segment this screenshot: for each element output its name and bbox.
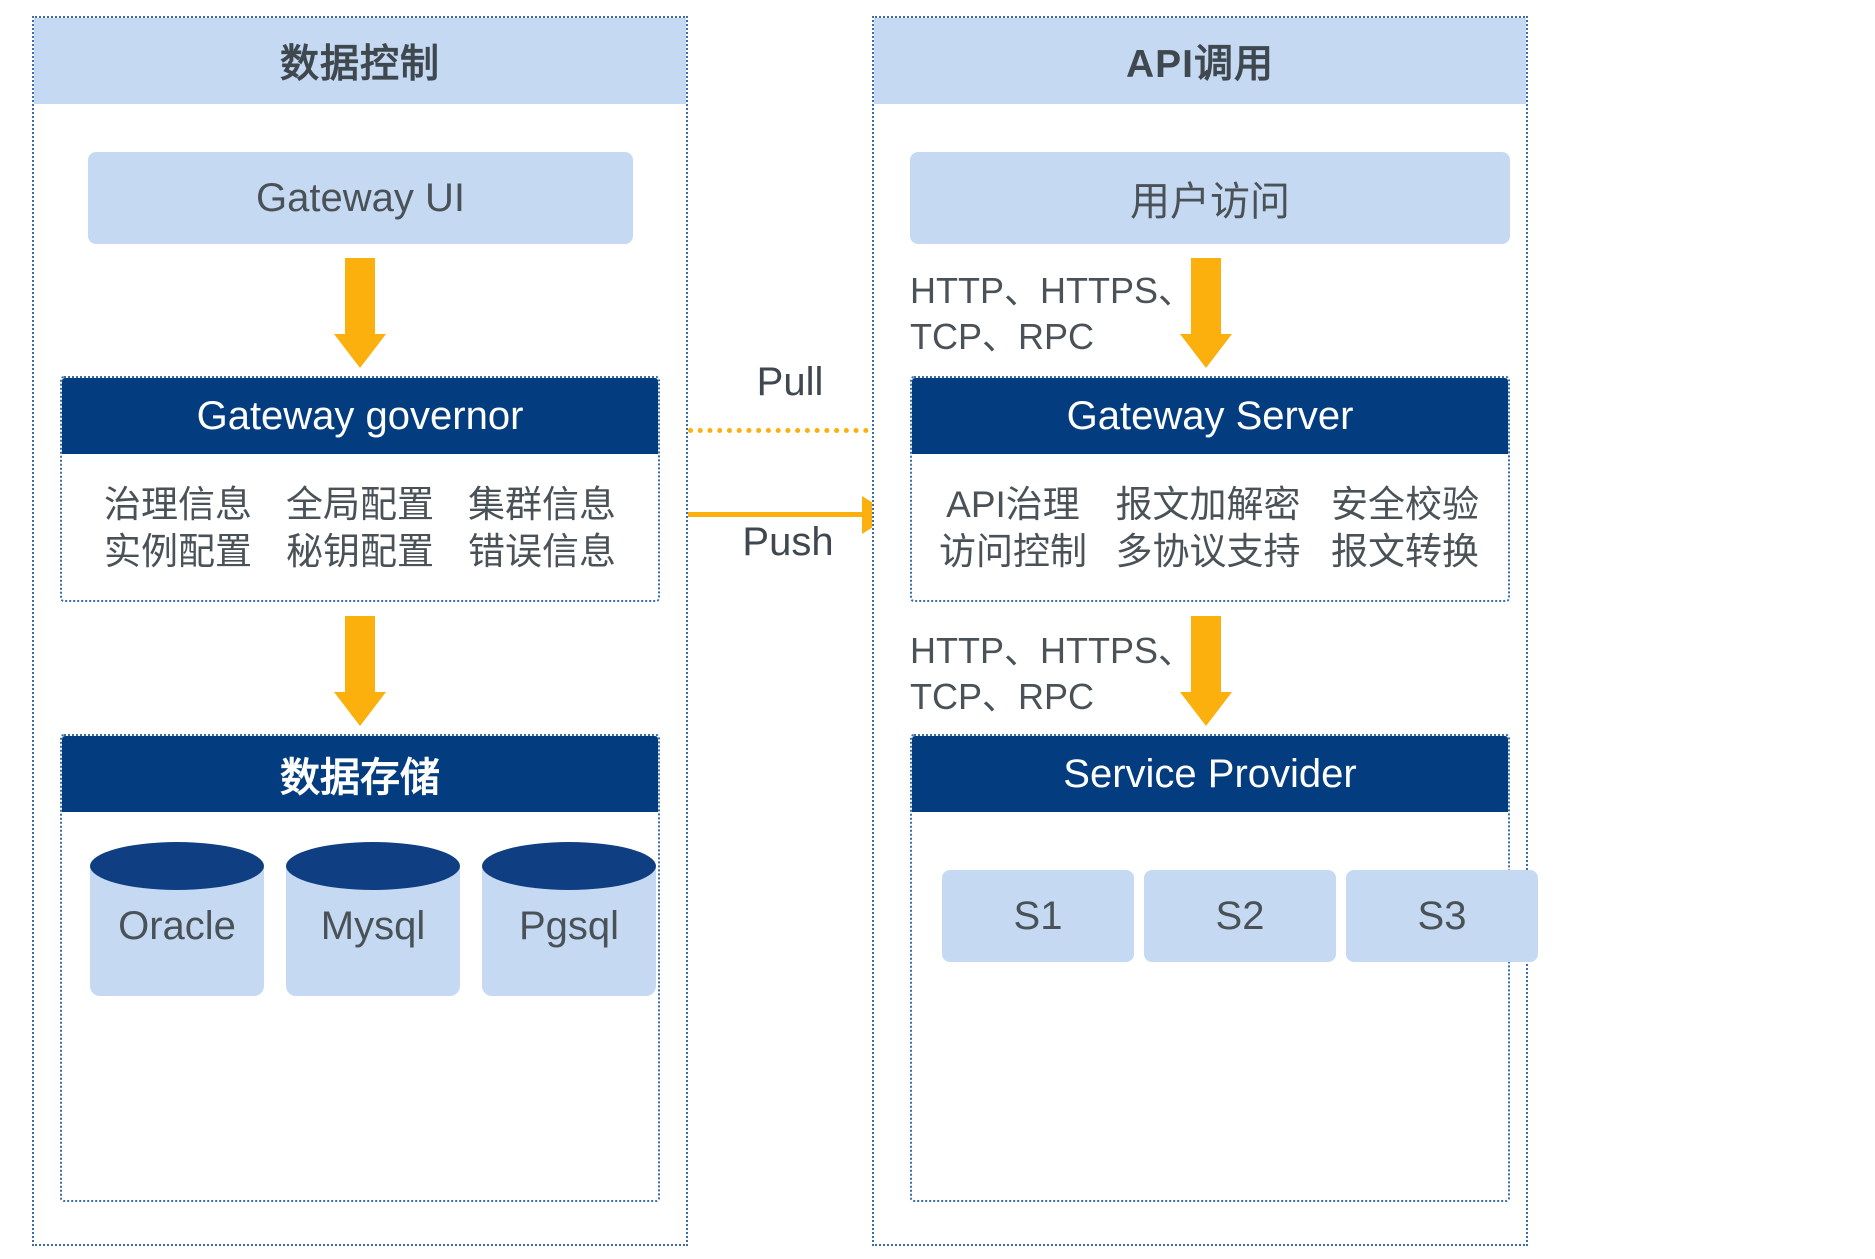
service-box-s3[interactable]: S3 xyxy=(1346,870,1538,962)
service-provider-card: Service Provider S1 S2 S3 xyxy=(910,734,1538,1202)
governor-cell[interactable]: 秘钥配置 xyxy=(286,531,434,572)
database-label: Pgsql xyxy=(518,904,620,948)
governor-cell[interactable]: 治理信息 xyxy=(104,483,252,525)
cylinder-top xyxy=(90,842,264,890)
governor-feature-row: 治理信息 全局配置 集群信息 xyxy=(87,481,633,528)
data-storage-title: 数据存储 xyxy=(62,736,658,812)
database-cylinder-pgsql[interactable]: Pgsql xyxy=(482,842,656,1004)
service-box-s2[interactable]: S2 xyxy=(1144,870,1336,962)
cylinder-top xyxy=(286,842,460,890)
service-label: S1 xyxy=(1013,893,1063,938)
gateway-server-title: Gateway Server xyxy=(912,378,1508,454)
gateway-feature-row: 访问控制 多协议支持 报文转换 xyxy=(924,528,1496,575)
gateway-cell[interactable]: 多协议支持 xyxy=(1115,531,1301,572)
service-box-s1[interactable]: S1 xyxy=(942,870,1134,962)
arrow-user-to-gateway xyxy=(1180,258,1232,368)
push-label: Push xyxy=(742,520,834,564)
database-label: Mysql xyxy=(320,904,426,948)
arrow-governor-to-storage xyxy=(334,616,386,726)
database-cylinder-mysql[interactable]: Mysql xyxy=(286,842,460,1004)
cylinder-top xyxy=(482,842,656,890)
gateway-ui-label: Gateway UI xyxy=(256,175,465,220)
protocol-label-bottom: HTTP、HTTPS、 TCP、RPC xyxy=(910,630,1194,718)
data-storage-card: 数据存储 Oracle Mysql Pgsql xyxy=(60,734,660,1202)
gateway-governor-card: Gateway governor 治理信息 全局配置 集群信息 实例配置 秘钥配… xyxy=(60,376,660,602)
user-access-box[interactable]: 用户访问 xyxy=(910,152,1510,244)
gateway-feature-row: API治理 报文加解密 安全校验 xyxy=(924,481,1496,528)
pull-label: Pull xyxy=(756,360,824,404)
gateway-cell[interactable]: 报文转换 xyxy=(1331,531,1479,572)
gateway-governor-body: 治理信息 全局配置 集群信息 实例配置 秘钥配置 错误信息 xyxy=(62,456,658,600)
user-access-label: 用户访问 xyxy=(1130,180,1290,224)
gateway-governor-title: Gateway governor xyxy=(62,378,658,454)
database-label: Oracle xyxy=(118,904,236,948)
governor-cell[interactable]: 实例配置 xyxy=(104,531,252,572)
gateway-server-card: Gateway Server API治理 报文加解密 安全校验 访问控制 多协议… xyxy=(910,376,1510,602)
panel-title-data-control: 数据控制 xyxy=(34,18,686,104)
arrow-gateway-to-provider xyxy=(1180,616,1232,726)
arrow-ui-to-governor xyxy=(334,258,386,368)
service-label: S2 xyxy=(1215,893,1265,938)
service-provider-title: Service Provider xyxy=(912,736,1508,812)
service-label: S3 xyxy=(1417,893,1467,938)
gateway-cell[interactable]: 报文加解密 xyxy=(1115,483,1301,525)
governor-cell[interactable]: 错误信息 xyxy=(468,531,616,572)
database-cylinder-oracle[interactable]: Oracle xyxy=(90,842,264,1004)
push-connector-line xyxy=(688,512,864,517)
gateway-ui-box[interactable]: Gateway UI xyxy=(88,152,633,244)
panel-title-api-invocation: API调用 xyxy=(874,18,1526,104)
gateway-cell[interactable]: API治理 xyxy=(946,483,1080,525)
protocol-label-top: HTTP、HTTPS、 TCP、RPC xyxy=(910,270,1194,358)
gateway-cell[interactable]: 访问控制 xyxy=(939,531,1087,572)
governor-cell[interactable]: 集群信息 xyxy=(468,483,616,525)
gateway-server-body: API治理 报文加解密 安全校验 访问控制 多协议支持 报文转换 xyxy=(912,456,1508,600)
governor-feature-row: 实例配置 秘钥配置 错误信息 xyxy=(87,528,633,575)
governor-cell[interactable]: 全局配置 xyxy=(286,483,434,525)
gateway-cell[interactable]: 安全校验 xyxy=(1331,483,1479,525)
pull-connector-line xyxy=(688,428,888,433)
